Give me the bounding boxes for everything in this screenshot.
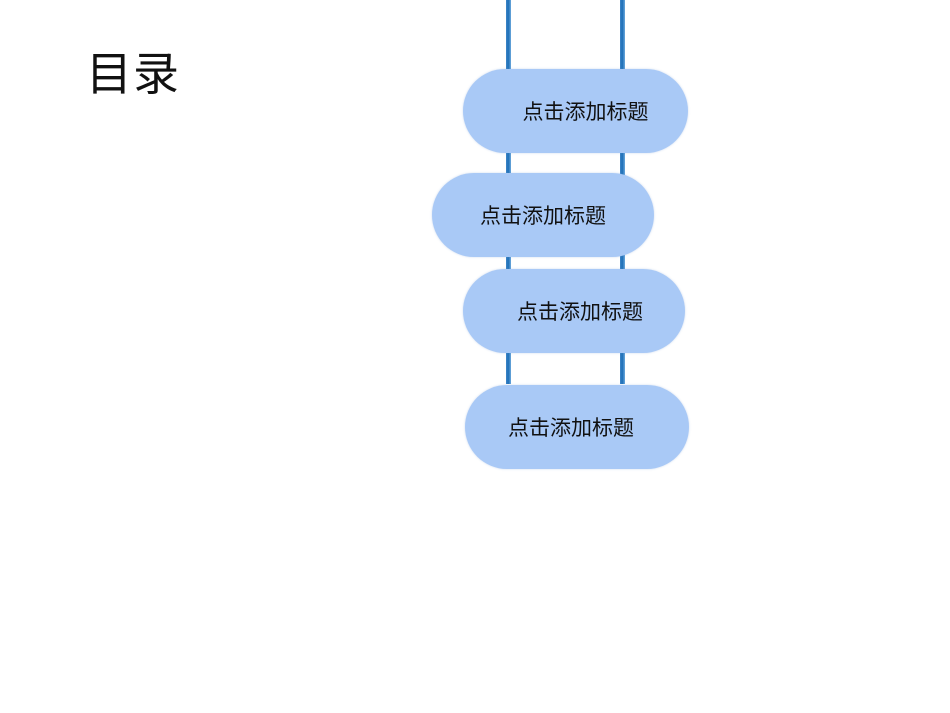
toc-item-4[interactable]: 点击添加标题 — [465, 385, 689, 469]
toc-item-3[interactable]: 点击添加标题 — [463, 269, 685, 353]
toc-item-label: 点击添加标题 — [517, 300, 643, 324]
toc-item-label: 点击添加标题 — [508, 416, 634, 440]
toc-item-1[interactable]: 点击添加标题 — [463, 69, 688, 153]
toc-item-2[interactable]: 点击添加标题 — [432, 173, 654, 257]
toc-item-label: 点击添加标题 — [522, 100, 649, 124]
page-title: 目录 — [86, 47, 180, 101]
toc-item-label: 点击添加标题 — [480, 204, 606, 228]
